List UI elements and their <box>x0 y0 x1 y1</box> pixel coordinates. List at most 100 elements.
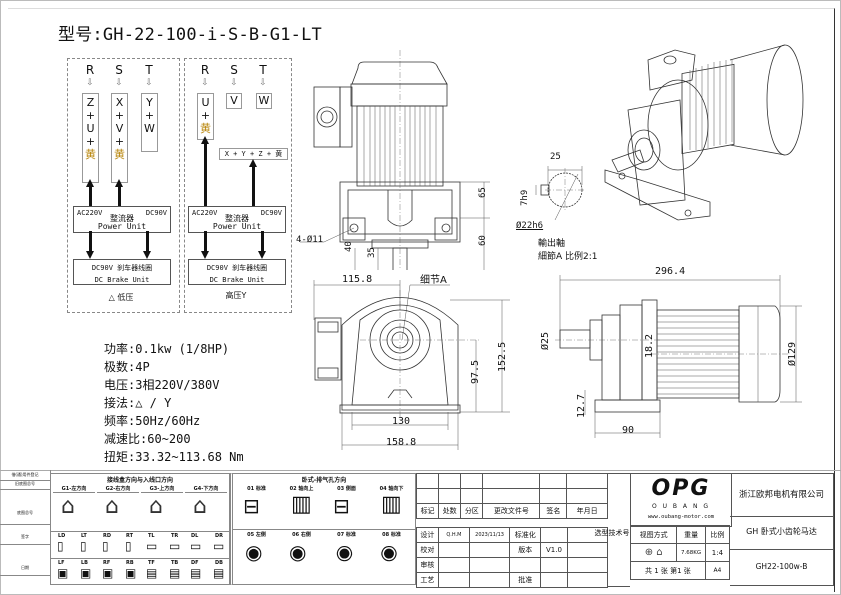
box-icon: ▯ <box>102 539 109 553</box>
shaft-detail-subtitle: 細節A 比例2:1 <box>538 252 598 262</box>
arrow-up-icon <box>249 159 257 167</box>
arrow-up-icon <box>86 179 94 187</box>
left-labels-column: 借(通)用件登记 旧底图总号 底图总号 签字 日期 <box>0 470 51 584</box>
motor-side-icon: ⊟ <box>243 494 260 518</box>
dim-65: 65 <box>478 187 488 198</box>
dim-shaft-diameter: Ø22h6 <box>516 221 544 231</box>
motor-top-view-drawing <box>300 50 490 270</box>
dim-18-2: 18.2 <box>644 333 655 358</box>
motor-side-icon: ⊟ <box>333 494 350 518</box>
scale-label: 比例 <box>704 525 731 544</box>
vent-header-03: 03 侧面 <box>337 486 356 492</box>
terminal-group-r: U + 黄 <box>197 93 214 140</box>
wiring-high-voltage-panel <box>184 58 292 313</box>
brake-unit-box: DC90V 刹车器线圈 DC Brake Unit <box>188 259 286 285</box>
approval-version-label: 版本 <box>509 542 542 558</box>
arrow-down-icon <box>143 251 151 259</box>
company-logo: OPG <box>651 476 711 501</box>
approval-check-date <box>468 542 511 558</box>
orientation-ld: LD <box>58 533 66 539</box>
approval-design-who: Q.H.M <box>437 527 470 543</box>
terminal-group-r: Z + U + 黄 <box>82 93 99 183</box>
arrow-down-icon <box>201 251 209 259</box>
company-website: www.oubang-motor.com <box>647 514 715 520</box>
brake-unit-cn: DC90V 刹车器线圈 <box>91 264 153 272</box>
sheet-count: 共 1 张 第1 张 <box>630 561 706 580</box>
approval-design-label: 设计 <box>416 527 439 543</box>
spec-ratio: 减速比:60~200 <box>104 432 191 446</box>
phase-s: S <box>230 63 238 77</box>
terminal-label: 黄 <box>85 148 96 161</box>
weight-label: 重量 <box>676 525 706 544</box>
paper-size: A4 <box>704 561 731 580</box>
terminal-label: X <box>115 96 124 109</box>
wire <box>204 231 207 251</box>
approval-review-k <box>509 557 542 573</box>
title-block-top-line <box>0 470 841 471</box>
approval-standard-label: 标准化 <box>509 527 542 543</box>
terminal-label: Z <box>86 96 95 109</box>
power-unit-en: Power Unit <box>212 222 262 231</box>
wire <box>146 231 149 251</box>
revision-block: 标记 处数 分区 更改文件号 签名 年月日 <box>415 473 608 519</box>
box-icon: ▤ <box>213 566 225 580</box>
power-unit-cn: 整流器 <box>225 214 249 223</box>
logo-cell: OPG O U B A N G www.oubang-motor.com <box>630 473 732 527</box>
vent-table-title: 卧式-排气孔方向 <box>301 477 347 484</box>
logo-subtitle: O U B A N G <box>651 503 710 510</box>
motor-end-icon: ⌂ <box>193 494 207 519</box>
approval-block: 设计 Q.H.M 2023/11/13 标准化 校对 版本 V1.0 审核 工艺… <box>416 527 609 588</box>
dim-12-7: 12.7 <box>576 393 587 418</box>
dim-7h9: 7h9 <box>520 189 530 206</box>
spec-power: 功率:0.1kw (1/8HP) <box>104 342 230 356</box>
label-old-drawing-no: 旧底图总号 <box>0 481 50 490</box>
power-unit-output: DC90V <box>145 209 167 217</box>
box-icon: ▯ <box>57 539 64 553</box>
motor-vertical-icon: ▥ <box>381 492 402 517</box>
approval-review-who <box>437 557 470 573</box>
orientation-rf: RF <box>103 560 111 566</box>
wiring-low-voltage-panel <box>67 58 180 313</box>
wire <box>252 166 255 206</box>
phase-r: R <box>200 63 210 77</box>
approval-review-label: 审核 <box>416 557 439 573</box>
rev-header-mark: 标记 <box>415 503 440 519</box>
orientation-lt: LT <box>81 533 87 539</box>
box-icon: ▯ <box>125 539 132 553</box>
detail-a-label: 细节A <box>420 275 447 286</box>
box-icon: ▭ <box>213 539 225 553</box>
orientation-db: DB <box>215 560 223 566</box>
selection-number-label: 选型技术号 <box>594 529 630 537</box>
arrow-down-icon: ⇩ <box>115 78 123 88</box>
row-divider <box>51 558 229 559</box>
dim-130: 130 <box>392 416 411 427</box>
label-drawing-no: 底图总号 <box>0 510 50 525</box>
motor-tilted-icon: ◉ <box>376 537 403 567</box>
brake-unit-en: DC Brake Unit <box>209 276 265 284</box>
arrow-down-icon: ⇩ <box>145 78 153 88</box>
box-icon: ▤ <box>146 566 158 580</box>
orientation-rd: RD <box>103 533 112 539</box>
power-unit-input: AC220V <box>192 209 218 217</box>
dim-60: 60 <box>478 235 488 246</box>
box-icon: ▭ <box>146 539 158 553</box>
wire <box>261 231 264 251</box>
junction-header-g1: G1-左方向 <box>53 485 95 493</box>
spec-connection: 接法:△ / Y <box>104 396 172 410</box>
vent-header-05: 05 左侧 <box>247 532 266 538</box>
terminal-label: U <box>86 122 95 135</box>
power-unit-cn: 整流器 <box>110 214 134 223</box>
power-unit-box: AC220V DC90V 整流器 Power Unit <box>73 206 171 233</box>
drawing-number: GH22-100w-B <box>730 549 834 586</box>
box-icon: ▤ <box>169 566 181 580</box>
dim-shaft-25: Ø25 <box>540 331 551 350</box>
junction-header-g2: G2-右方向 <box>97 485 139 493</box>
weight-value: 7.68KG <box>676 543 706 562</box>
terminal-label: W <box>144 122 155 135</box>
motor-vertical-icon: ▥ <box>291 492 312 517</box>
arrow-down-icon <box>258 251 266 259</box>
vent-header-02: 02 轴向上 <box>289 486 314 492</box>
spec-voltage: 电压:3相220V/380V <box>104 378 220 392</box>
wire <box>118 186 121 206</box>
orientation-tf: TF <box>148 560 155 566</box>
